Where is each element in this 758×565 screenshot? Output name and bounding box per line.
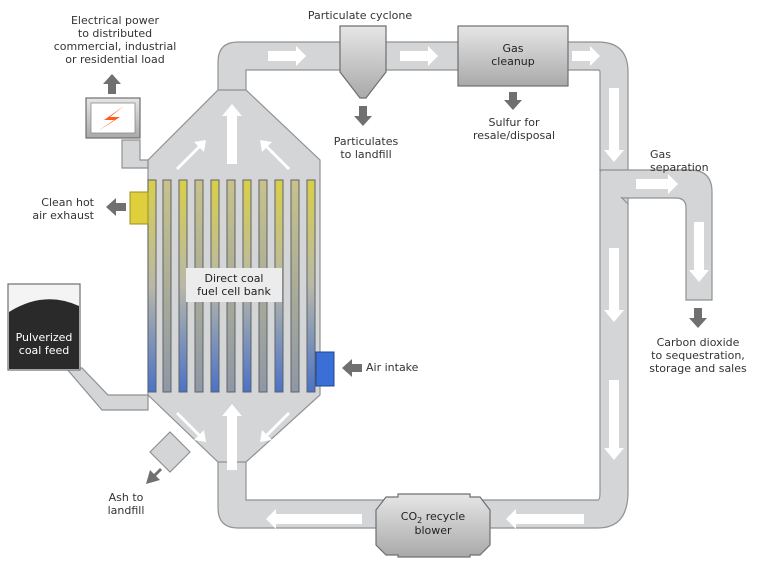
exhaust-port <box>129 191 149 225</box>
gas-separation-label: Gas separation <box>650 148 709 174</box>
clean-hot-air-label: Clean hot air exhaust <box>32 196 94 222</box>
sulfur-label: Sulfur for resale/disposal <box>472 116 556 142</box>
blower-label: blower <box>414 524 452 537</box>
particulate-cyclone <box>339 25 387 99</box>
particulate-cyclone-label: Particulate cyclone <box>307 9 413 22</box>
coal-hopper <box>7 283 81 371</box>
fuel-cell-bank-label: Direct coal fuel cell bank <box>197 272 271 298</box>
ash-label: Ash to landfill <box>107 491 145 517</box>
fuel-cell-bank-label-bg <box>186 268 282 302</box>
gas-cleanup-label: Gas cleanup <box>491 42 535 68</box>
branch-joint <box>601 171 627 197</box>
output-arrows <box>103 74 707 484</box>
lightning-icon <box>90 102 136 134</box>
electrical-power-label: Electrical power to distributed commerci… <box>53 14 177 66</box>
carbon-dioxide-label: Carbon dioxide to sequestration, storage… <box>649 336 747 375</box>
air-intake-label: Air intake <box>366 361 419 374</box>
particulates-label: Particulates to landfill <box>333 135 399 161</box>
air-intake-port <box>315 351 335 387</box>
co2-blower-label: CO2 recycle <box>400 510 466 526</box>
gas-cleanup-box <box>457 25 569 87</box>
co2-blower-box <box>375 493 491 558</box>
flow-arrows <box>176 46 709 529</box>
pulverized-coal-label: Pulverized coal feed <box>15 331 73 357</box>
